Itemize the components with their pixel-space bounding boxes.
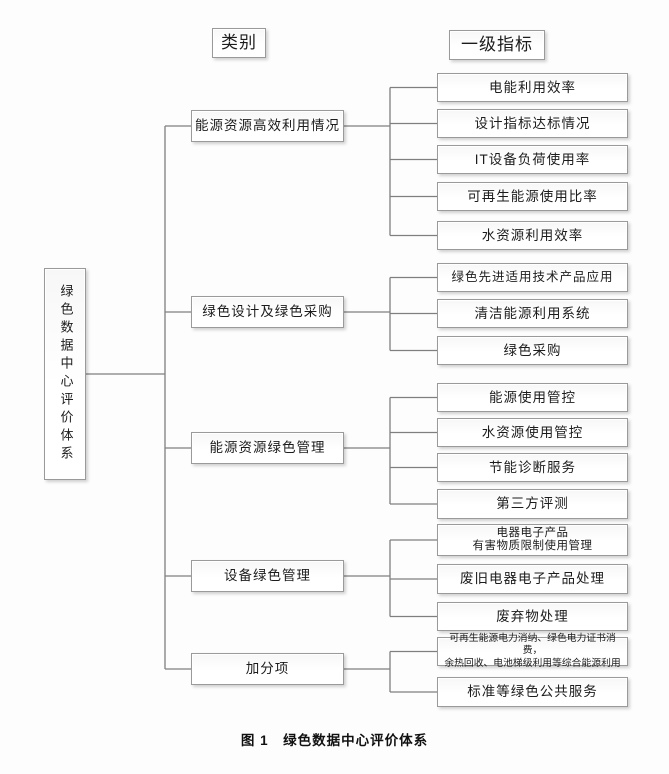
indicator-box: 水资源使用管控 xyxy=(437,418,628,447)
category-box-energy-efficiency: 能源资源高效利用情况 xyxy=(191,110,344,142)
indicator-box: 节能诊断服务 xyxy=(437,453,628,482)
indicator-box: IT设备负荷使用率 xyxy=(437,145,628,174)
indicator-box: 绿色先进适用技术产品应用 xyxy=(437,263,628,292)
indicator-box: 设计指标达标情况 xyxy=(437,109,628,138)
indicator-box: 绿色采购 xyxy=(437,336,628,365)
indicator-box: 废旧电器电子产品处理 xyxy=(437,564,628,594)
category-box-green-design-procurement: 绿色设计及绿色采购 xyxy=(191,296,344,328)
category-box-equipment-green-management: 设备绿色管理 xyxy=(191,560,344,592)
indicator-box: 清洁能源利用系统 xyxy=(437,299,628,328)
indicator-box: 废弃物处理 xyxy=(437,602,628,631)
category-box-bonus-items: 加分项 xyxy=(191,653,344,685)
indicator-box: 电能利用效率 xyxy=(437,73,628,102)
root-box: 绿色数据中心评价体系 xyxy=(44,268,86,480)
indicator-box: 可再生能源使用比率 xyxy=(437,182,628,211)
indicator-box: 可再生能源电力消纳、绿色电力证书消费， 余热回收、电池梯级利用等综合能源利用 xyxy=(437,633,628,669)
indicator-box: 第三方评测 xyxy=(437,489,628,519)
indicator-column-header: 一级指标 xyxy=(449,30,545,60)
category-box-green-management: 能源资源绿色管理 xyxy=(191,432,344,464)
figure-caption: 图 1 绿色数据中心评价体系 xyxy=(240,733,429,748)
indicator-box: 电器电子产品 有害物质限制使用管理 xyxy=(437,524,628,556)
indicator-box: 水资源利用效率 xyxy=(437,221,628,250)
indicator-box: 能源使用管控 xyxy=(437,383,628,412)
category-column-header: 类别 xyxy=(212,28,266,58)
indicator-box: 标准等绿色公共服务 xyxy=(437,677,628,707)
